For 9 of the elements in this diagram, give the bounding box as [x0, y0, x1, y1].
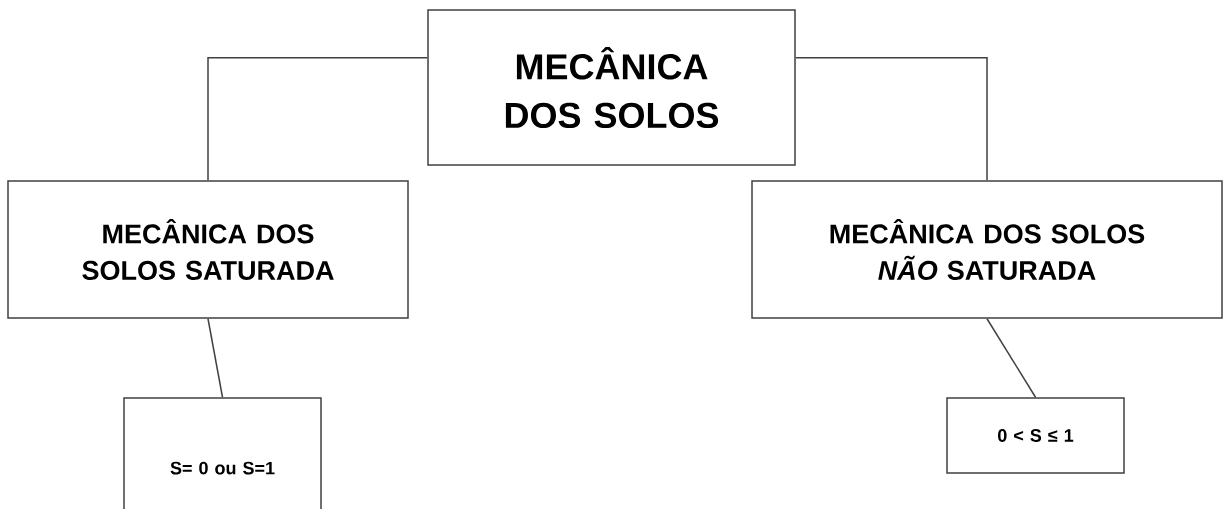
connector-line [207, 318, 224, 398]
category-box: MECÂNICA DOS SOLOS NÃO SATURADA [751, 180, 1223, 319]
connector-line [207, 57, 428, 181]
connector-line [986, 318, 1037, 398]
connector-line [795, 57, 988, 181]
condition-box: 0 < S ≤ 1 [946, 397, 1125, 474]
category-box: MECÂNICA DOS SOLOS SATURADA [7, 180, 409, 319]
condition-box: S= 0 ou S=1 [123, 397, 322, 509]
title-box: MECÂNICA DOS SOLOS [427, 9, 796, 166]
